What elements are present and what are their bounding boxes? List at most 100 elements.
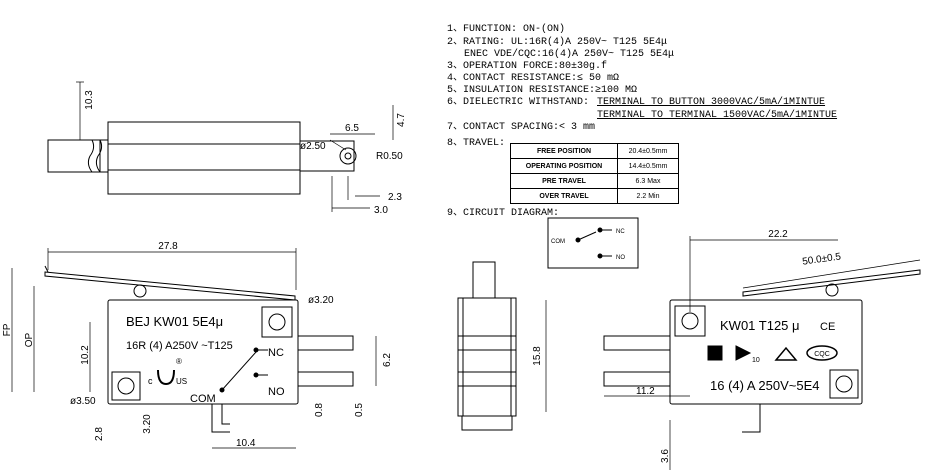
dim-2-3: 2.3 — [388, 192, 402, 203]
circuit-switch — [577, 231, 597, 241]
label-nc: NC — [268, 347, 284, 359]
circuit-diagram: COM NC NO — [547, 217, 639, 269]
dim-0-8: 0.8 — [314, 403, 325, 417]
top-terminal — [299, 140, 355, 172]
front-view-left: BEJ KW01 5E4μ 16R (4) A250V ~T125 ® c US… — [2, 241, 393, 449]
spec-dielectric-terminal: TERMINAL TO TERMINAL 1500VAC/5mA/1MINTUE — [597, 110, 838, 121]
mount-box — [261, 306, 293, 338]
mount-box — [829, 369, 859, 399]
ul-logo-icon — [157, 369, 175, 386]
top-view: 10.3 6.5 4.7 ø2.50 R0.50 2.3 3.0 — [47, 81, 407, 216]
mount-box — [111, 371, 141, 401]
dim-6-5: 6.5 — [345, 123, 359, 134]
mount-hole — [268, 313, 286, 331]
side-view: 15.8 — [457, 261, 547, 431]
dim-27-8: 27.8 — [158, 241, 178, 252]
label-no: NO — [268, 386, 285, 398]
dim-phi-3-50: ø3.50 — [70, 396, 96, 407]
switch-body-right — [669, 299, 863, 405]
dim-3-0: 3.0 — [374, 205, 388, 216]
dim-0-5: 0.5 — [354, 403, 365, 417]
terminal-right — [603, 371, 671, 387]
spec-contact-resistance: 4、CONTACT RESISTANCE:≤ 50 mΩ — [447, 73, 620, 84]
mount-hole — [835, 375, 853, 393]
terminal-right — [603, 335, 671, 351]
dim-10-3: 10.3 — [84, 90, 95, 110]
label-c: c — [148, 376, 153, 386]
table-row: OVER TRAVEL 2.2 Min — [510, 188, 679, 204]
dim-op: OP — [24, 332, 35, 347]
roller — [133, 284, 147, 298]
front-view-right: KW01 T125 μ CE 10 CQC 16 (4) A 250V~5E4 … — [603, 229, 921, 470]
terminal-nc — [297, 335, 354, 351]
dim-10-2: 10.2 — [80, 345, 91, 365]
label-10: 10 — [752, 357, 760, 364]
actuator-lever — [44, 271, 296, 301]
label-registered: ® — [176, 357, 182, 366]
spec-rating-enec: ENEC VDE/CQC:16(4)A 250V~ T125 5E4μ — [464, 49, 675, 60]
vde-logo-icon — [735, 345, 752, 361]
switch-contact — [221, 351, 257, 391]
spec-rating-ul: 2、RATING: UL:16R(4)A 250V~ T125 5E4μ — [447, 37, 668, 48]
dim-10-4: 10.4 — [236, 438, 256, 449]
spec-travel: 8、TRAVEL: — [447, 138, 506, 149]
spec-dielectric: 6、DIELECTRIC WITHSTAND: — [447, 97, 590, 108]
enec-logo-icon — [707, 345, 723, 361]
dim-22-2: 22.2 — [768, 229, 788, 240]
spec-circuit-diagram: 9、CIRCUIT DIAGRAM: — [447, 208, 560, 219]
terminal-com — [211, 404, 230, 433]
circuit-frame — [547, 217, 639, 269]
label-us: US — [176, 377, 187, 386]
label-rating: 16R (4) A250V ~T125 — [126, 340, 233, 352]
label-cqc: CQC — [814, 351, 830, 358]
circuit-no: NO — [616, 255, 625, 261]
terminal-hole — [339, 147, 357, 165]
top-lever — [47, 139, 101, 173]
terminal-no — [297, 371, 354, 387]
top-break-mark — [87, 139, 95, 173]
label-ce: CE — [820, 321, 835, 333]
circuit-com: COM — [551, 239, 565, 245]
side-terminal — [457, 335, 517, 351]
dim-4-7: 4.7 — [396, 113, 407, 127]
table-row: OPERATING POSITION 14.4±0.5mm — [510, 158, 679, 174]
travel-value: 2.2 Min — [617, 188, 679, 204]
spec-function: 1、FUNCTION: ON-(ON) — [447, 24, 566, 35]
side-terminal — [457, 371, 517, 387]
label-model: KW01 T125 μ — [720, 318, 800, 333]
circuit-nc: NC — [616, 229, 625, 235]
mount-hole — [681, 312, 699, 330]
label-rating-right: 16 (4) A 250V~5E4 — [710, 378, 820, 393]
dim-2-8: 2.8 — [94, 427, 105, 441]
spec-insulation-resistance: 5、INSULATION RESISTANCE:≥100 MΩ — [447, 85, 638, 96]
spec-contact-spacing: 7、CONTACT SPACING:< 3 mm — [447, 122, 596, 133]
cert-triangle-icon — [774, 346, 798, 361]
terminal-com-right — [742, 404, 761, 433]
roller-right — [825, 283, 839, 297]
top-body — [107, 121, 301, 195]
side-body — [457, 297, 517, 417]
table-row: FREE POSITION 20.4±0.5mm — [510, 143, 679, 159]
dim-phi-2-50: ø2.50 — [300, 141, 326, 152]
dim-3-6: 3.6 — [660, 449, 671, 463]
cqc-logo-icon — [806, 345, 838, 361]
side-base — [461, 415, 513, 431]
dim-phi-3-20: ø3.20 — [308, 295, 334, 306]
label-brand: BEJ KW01 5E4μ — [126, 314, 223, 329]
dim-r0-50: R0.50 — [376, 151, 403, 162]
spec-dielectric-button: TERMINAL TO BUTTON 3000VAC/5mA/1MINTUE — [597, 97, 826, 108]
mount-hole — [117, 377, 135, 395]
side-plunger — [472, 261, 496, 299]
dim-50-0: 50.0±0.5 — [802, 251, 842, 267]
dim-fp: FP — [2, 323, 13, 336]
switch-body — [107, 299, 299, 405]
dim-3-20: 3.20 — [142, 414, 153, 434]
dim-11-2: 11.2 — [636, 386, 655, 397]
label-com: COM — [190, 393, 216, 405]
dim-15-8: 15.8 — [532, 346, 543, 366]
travel-table: FREE POSITION 20.4±0.5mm OPERATING POSIT… — [510, 143, 679, 204]
actuator-lever-right — [742, 269, 921, 297]
spec-operation-force: 3、OPERATION FORCE:80±30g.f — [447, 61, 608, 72]
dim-6-2: 6.2 — [382, 353, 393, 367]
